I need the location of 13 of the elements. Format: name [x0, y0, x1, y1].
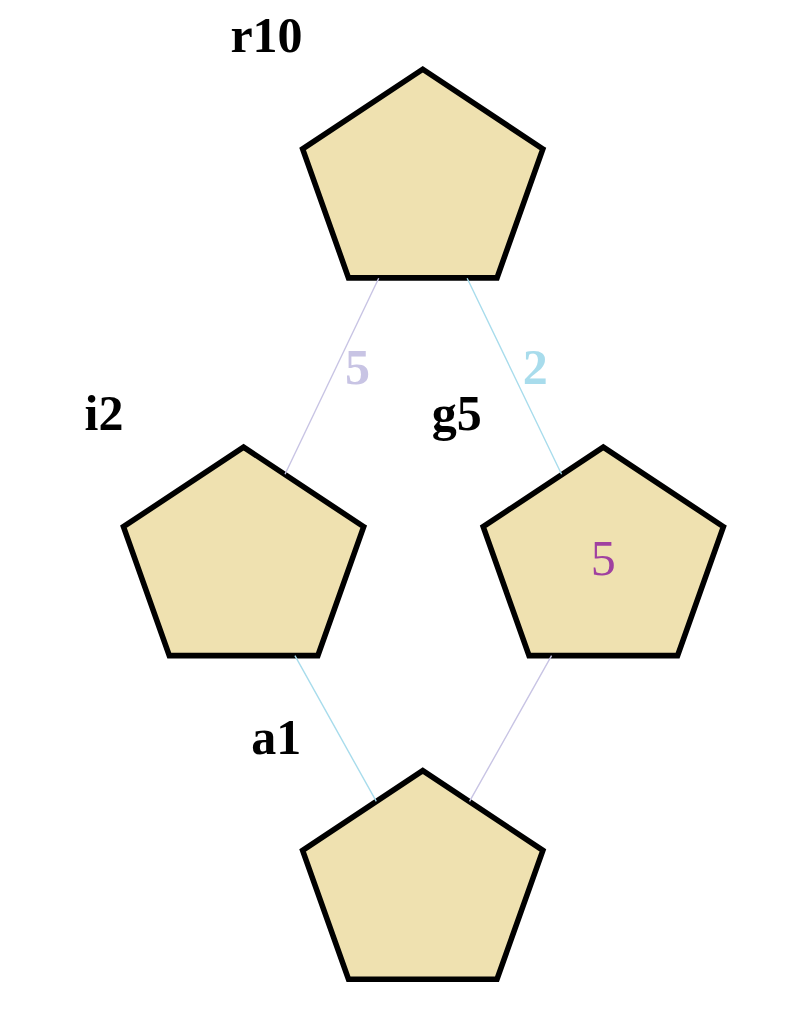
node-pentagon	[119, 443, 367, 659]
node-label: g5	[431, 385, 482, 442]
connector	[293, 655, 377, 803]
connector	[468, 655, 552, 803]
node-pentagon	[298, 65, 546, 281]
node-label: r10	[229, 7, 303, 64]
connector	[283, 277, 379, 475]
edge-label: 5	[344, 339, 370, 396]
node-pentagon	[298, 767, 546, 982]
node-label: i2	[84, 385, 123, 442]
edge-label: 2	[522, 339, 548, 396]
node-label: a1	[250, 708, 301, 765]
connector	[465, 277, 562, 475]
